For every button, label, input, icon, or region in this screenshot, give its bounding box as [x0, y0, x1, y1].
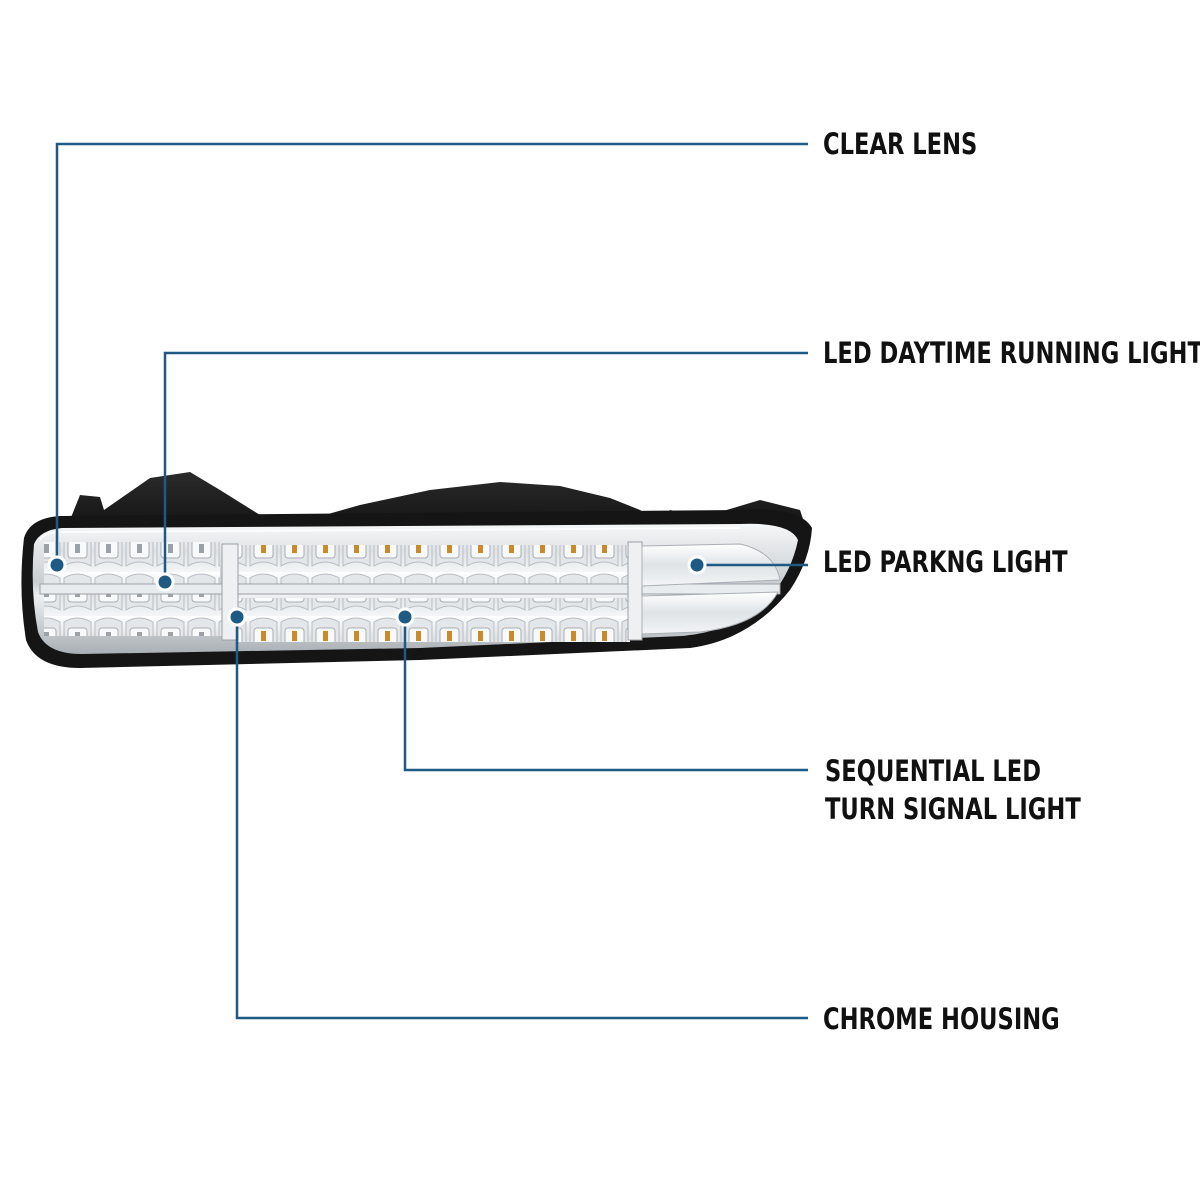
parking-light-lens-lower: [641, 591, 779, 635]
led-row-upper-left: [44, 542, 220, 586]
label-led-parking-light: LED PARKNG LIGHT: [823, 545, 1068, 579]
leader-lines: [55, 142, 808, 1020]
led-row-upper-center: [238, 545, 630, 589]
dot-sequential-turn: [395, 607, 415, 627]
dot-led-drl: [155, 572, 175, 592]
leader-clear-lens: [55, 142, 808, 565]
dot-clear-lens: [47, 555, 67, 575]
leader-chrome-housing: [235, 617, 808, 1020]
dot-led-parking: [687, 555, 707, 575]
leader-sequential-turn: [403, 617, 808, 772]
dot-chrome-housing: [227, 607, 247, 627]
label-sequential-led: SEQUENTIAL LED: [825, 754, 1042, 788]
label-clear-lens: CLEAR LENS: [823, 127, 978, 161]
led-row-lower-center: [238, 598, 630, 642]
led-row-lower-left: [44, 590, 224, 636]
label-chrome-housing: CHROME HOUSING: [823, 1002, 1060, 1036]
callout-dots: [47, 555, 707, 627]
chrome-divider-horizontal: [39, 583, 781, 595]
leader-led-drl: [163, 351, 808, 582]
label-turn-signal-light: TURN SIGNAL LIGHT: [825, 792, 1081, 826]
turn-signal-lamp-illustration: [21, 472, 812, 668]
label-led-daytime-running-light: LED DAYTIME RUNNING LIGHT: [823, 336, 1200, 370]
chrome-divider-right: [627, 541, 643, 641]
